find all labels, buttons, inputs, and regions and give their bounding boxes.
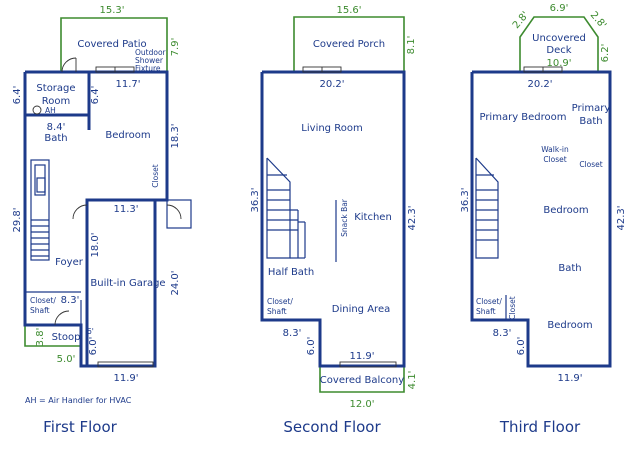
first-offset-small: 6' — [87, 327, 94, 336]
first-patio-depth: 7.9' — [170, 38, 181, 57]
third-walk-in-2: Closet — [543, 155, 566, 164]
first-floor-plan — [23, 17, 192, 368]
third-deck-label-1: Uncovered — [532, 33, 586, 44]
first-stoop-label: Stoop — [52, 332, 81, 343]
third-deck-left: 2.8' — [511, 10, 531, 31]
third-floor-outer-wall — [470, 70, 612, 368]
first-floor-outer-wall-2 — [23, 72, 157, 368]
air-handler-icon — [32, 105, 42, 115]
second-porch-depth: 8.1' — [406, 36, 417, 55]
second-balcony-inner: 11.9' — [349, 351, 374, 362]
third-floor-plan — [470, 16, 612, 368]
second-half-bath-label: Half Bath — [268, 267, 314, 278]
first-garage-width: 11.3' — [113, 204, 138, 215]
first-closet-width: 8.3' — [61, 295, 80, 306]
third-floor-deck-outline — [519, 16, 599, 72]
third-primary-bath-2: Bath — [579, 116, 602, 127]
second-offset-6: 6.0' — [306, 337, 317, 356]
third-closet-shaft-1: Closet/ — [476, 297, 502, 306]
first-outdoor-shower-3: Fixture — [135, 64, 161, 73]
first-patio-width: 15.3' — [99, 5, 124, 16]
third-closet-shaft-2: Shaft — [476, 307, 496, 316]
second-balcony-depth: 4.1' — [407, 371, 418, 390]
third-floor-title: Third Floor — [499, 418, 581, 436]
first-garage-inner-depth: 18.0' — [90, 232, 101, 257]
third-floor-stairs — [475, 157, 499, 259]
third-deck-top: 6.9' — [550, 3, 569, 14]
third-left-depth: 36.3' — [460, 187, 471, 212]
second-covered-porch-label: Covered Porch — [313, 39, 385, 50]
first-bottom-width: 11.9' — [113, 373, 138, 384]
first-floor-title: First Floor — [43, 418, 117, 436]
second-closet-shaft-1: Closet/ — [267, 297, 293, 306]
second-floor-title: Second Floor — [283, 418, 381, 436]
first-stoop-depth: 3.8' — [35, 328, 46, 347]
first-storage-label-2: Room — [42, 96, 70, 107]
second-porch-width: 15.6' — [336, 5, 361, 16]
second-floor-plan — [260, 16, 406, 393]
third-bedroom-mid-label: Bedroom — [543, 205, 588, 216]
first-closet-shaft-1: Closet/ — [30, 296, 56, 305]
third-bedroom-bottom-label: Bedroom — [547, 320, 592, 331]
third-primary-bath-1: Primary — [572, 103, 611, 114]
third-bath-label: Bath — [558, 263, 581, 274]
first-floor-patio-outline — [60, 17, 168, 72]
third-offset-6: 6.0' — [516, 337, 527, 356]
second-left-depth: 36.3' — [250, 187, 261, 212]
second-living-room-label: Living Room — [301, 123, 362, 134]
legend-ah-note: AH = Air Handler for HVAC — [25, 396, 132, 405]
first-bedroom-label: Bedroom — [105, 130, 150, 141]
third-closet-vertical: Closet — [508, 296, 517, 319]
first-ah-label: AH — [45, 106, 56, 115]
first-closet-label: Closet — [151, 164, 160, 187]
first-storage-left: 6.4' — [12, 86, 23, 105]
first-stoop-width: 5.0' — [57, 354, 76, 365]
third-walk-in-1: Walk-in — [541, 145, 569, 154]
third-primary-bedroom-label: Primary Bedroom — [479, 112, 566, 123]
first-foyer-label: Foyer — [55, 257, 84, 268]
third-bottom-width: 11.9' — [557, 373, 582, 384]
third-right-depth: 42.3' — [616, 205, 627, 230]
first-garage-label: Built-in Garage — [90, 278, 165, 289]
third-deck-inner: 10.9' — [546, 58, 571, 69]
second-balcony-width: 12.0' — [349, 399, 374, 410]
first-outdoor-shower-1: Outdoor — [135, 48, 167, 57]
third-deck-label-2: Deck — [546, 45, 571, 56]
second-kitchen-label: Kitchen — [354, 212, 392, 223]
first-bath-width: 8.4' — [47, 122, 66, 133]
second-floor-outer-wall — [260, 70, 406, 368]
first-overall-depth: 29.8' — [12, 207, 23, 232]
second-floor-porch-outline — [293, 16, 405, 72]
first-patio-inner: 11.7' — [115, 79, 140, 90]
first-outdoor-shower-2: Shower — [135, 56, 164, 65]
first-covered-patio-label: Covered Patio — [77, 39, 146, 50]
first-garage-depth: 24.0' — [170, 270, 181, 295]
first-storage-right: 6.4' — [90, 86, 101, 105]
third-deck-depth: 6.2' — [600, 44, 611, 63]
first-closet-shaft-2: Shaft — [30, 306, 50, 315]
second-closet-width: 8.3' — [283, 328, 302, 339]
third-top-width: 20.2' — [527, 79, 552, 90]
first-floor-stairs — [30, 159, 50, 261]
second-dining-area-label: Dining Area — [332, 304, 390, 315]
second-closet-shaft-2: Shaft — [267, 307, 287, 316]
third-closet-label: Closet — [579, 160, 602, 169]
second-top-width: 20.2' — [319, 79, 344, 90]
second-floor-balcony-outline — [319, 366, 405, 393]
first-bath-label: Bath — [44, 133, 67, 144]
third-closet-width: 8.3' — [493, 328, 512, 339]
first-offset-6: 6.0' — [88, 337, 99, 356]
first-bedroom-depth: 18.3' — [170, 123, 181, 148]
first-storage-label-1: Storage — [36, 83, 75, 94]
second-snack-bar-label: Snack Bar — [340, 198, 349, 237]
second-floor-stairs — [266, 157, 306, 259]
second-covered-balcony-label: Covered Balcony — [320, 375, 404, 386]
second-right-depth: 42.3' — [407, 205, 418, 230]
